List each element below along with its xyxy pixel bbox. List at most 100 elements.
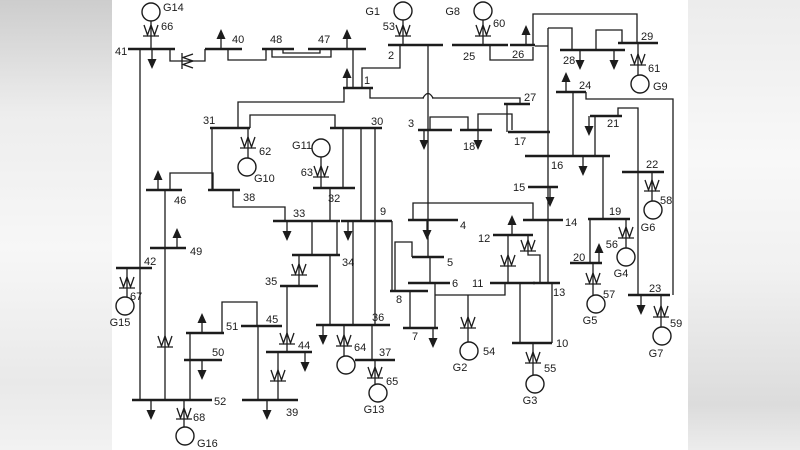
winding-zigzag-icon bbox=[653, 304, 669, 318]
winding-zigzag-icon bbox=[176, 406, 192, 420]
transformer-symbol bbox=[520, 238, 536, 252]
generator-G5-label: G5 bbox=[583, 315, 598, 327]
load-12-arrow-icon bbox=[507, 215, 517, 225]
load-21-arrow-icon bbox=[584, 126, 594, 136]
load-36-arrow-icon bbox=[318, 335, 328, 345]
bus-38-label: 38 bbox=[243, 192, 255, 204]
transformer-symbol bbox=[500, 253, 516, 267]
bus-17-label: 17 bbox=[514, 136, 526, 148]
transmission-line bbox=[617, 107, 639, 172]
load-28b-arrow-icon bbox=[609, 60, 619, 70]
bus-33-label: 33 bbox=[293, 208, 305, 220]
bus-25-label: 25 bbox=[463, 51, 475, 63]
load-16-arrow-icon bbox=[578, 166, 588, 176]
transformer-60-label: 60 bbox=[493, 18, 505, 30]
bus-39-label: 39 bbox=[286, 407, 298, 419]
transmission-line bbox=[585, 92, 674, 295]
bus-10-label: 10 bbox=[556, 338, 568, 350]
bus-32-label: 32 bbox=[328, 193, 340, 205]
winding-zigzag-icon bbox=[460, 315, 476, 329]
bus-28-label: 28 bbox=[563, 55, 575, 67]
transformer-56-label: 56 bbox=[606, 239, 618, 251]
bus-20-label: 20 bbox=[573, 252, 585, 264]
bus-15-label: 15 bbox=[513, 182, 525, 194]
generator-G13-icon bbox=[368, 383, 388, 403]
transformer-63-label: 63 bbox=[301, 167, 313, 179]
transmission-line bbox=[249, 114, 336, 128]
load-15-arrow-icon bbox=[545, 197, 555, 207]
bus-46-label: 46 bbox=[174, 195, 186, 207]
bus-36-label: 36 bbox=[372, 312, 384, 324]
generator-G2-icon bbox=[459, 341, 479, 361]
transmission-line bbox=[169, 49, 206, 62]
generator-G1-label: G1 bbox=[365, 6, 380, 18]
bus-7-label: 7 bbox=[412, 331, 418, 343]
load-4-arrow-icon bbox=[422, 230, 432, 240]
load-51-arrow-icon bbox=[197, 313, 207, 323]
winding-zigzag-icon bbox=[475, 23, 491, 37]
winding-zigzag-icon bbox=[291, 262, 307, 276]
bus-26-label: 26 bbox=[512, 49, 524, 61]
transmission-line bbox=[429, 116, 469, 130]
load-28a-arrow-icon bbox=[575, 60, 585, 70]
generator-G11-label: G11 bbox=[292, 140, 312, 152]
left-gutter bbox=[0, 0, 112, 450]
transmission-line bbox=[489, 45, 534, 61]
winding-zigzag-icon bbox=[630, 52, 646, 66]
generator-G15-label: G15 bbox=[110, 317, 131, 329]
transformer-symbol bbox=[181, 53, 195, 69]
generator-G2-label: G2 bbox=[453, 362, 468, 374]
load-9-arrow-icon bbox=[343, 231, 353, 241]
load-33-arrow-icon bbox=[282, 231, 292, 241]
load-18-arrow-icon bbox=[473, 140, 483, 150]
winding-zigzag-icon bbox=[119, 275, 135, 289]
bus-48-label: 48 bbox=[270, 34, 282, 46]
transmission-line bbox=[432, 97, 521, 104]
bus-18-label: 18 bbox=[463, 141, 475, 153]
transformer-61-symbol bbox=[630, 52, 646, 66]
transformer-55-label: 55 bbox=[544, 363, 556, 375]
generator-G8-label: G8 bbox=[445, 6, 460, 18]
load-49-arrow-icon bbox=[172, 228, 182, 238]
bus-12-label: 12 bbox=[478, 233, 490, 245]
load-20-arrow-icon bbox=[594, 243, 604, 253]
transmission-line bbox=[169, 172, 214, 190]
transformer-57-label: 57 bbox=[603, 289, 615, 301]
bus-14-label: 14 bbox=[565, 217, 577, 229]
generator-G7-icon bbox=[652, 326, 672, 346]
generator-G13-label: G13 bbox=[364, 404, 385, 416]
winding-zigzag-icon bbox=[270, 368, 286, 382]
bus-24-label: 24 bbox=[579, 80, 591, 92]
bus-6-label: 6 bbox=[452, 278, 458, 290]
transmission-line bbox=[527, 235, 541, 283]
generator-G10-label: G10 bbox=[254, 173, 275, 185]
transformer-61-label: 61 bbox=[648, 63, 660, 75]
transformer-symbol bbox=[270, 368, 286, 382]
generator-G3-icon bbox=[525, 374, 545, 394]
generator-G1-icon bbox=[393, 1, 413, 21]
bus-34-label: 34 bbox=[342, 257, 354, 269]
generator-G16-label: G16 bbox=[197, 438, 218, 450]
winding-zigzag-icon bbox=[313, 164, 329, 178]
generator-G7-label: G7 bbox=[649, 348, 664, 360]
transformer-59-label: 59 bbox=[670, 318, 682, 330]
generator-G11-icon bbox=[311, 138, 331, 158]
bus-31-label: 31 bbox=[203, 115, 215, 127]
load-47-arrow-icon bbox=[342, 29, 352, 39]
transformer-66-label: 66 bbox=[161, 21, 173, 33]
transformer-65-label: 65 bbox=[386, 376, 398, 388]
transformer-53-symbol bbox=[395, 23, 411, 37]
transformer-64-symbol bbox=[336, 333, 352, 347]
winding-zigzag-icon bbox=[525, 350, 541, 364]
bus-19-label: 19 bbox=[609, 206, 621, 218]
transmission-line bbox=[412, 202, 534, 220]
transformer-62-label: 62 bbox=[259, 146, 271, 158]
transformer-symbol bbox=[291, 262, 307, 276]
winding-zigzag-icon bbox=[240, 135, 256, 149]
generator-G5-icon bbox=[586, 294, 606, 314]
bus-49-label: 49 bbox=[190, 246, 202, 258]
bus-27-label: 27 bbox=[524, 92, 536, 104]
transmission-line bbox=[532, 13, 638, 46]
transmission-line bbox=[221, 301, 258, 333]
load-44-arrow-icon bbox=[300, 362, 310, 372]
